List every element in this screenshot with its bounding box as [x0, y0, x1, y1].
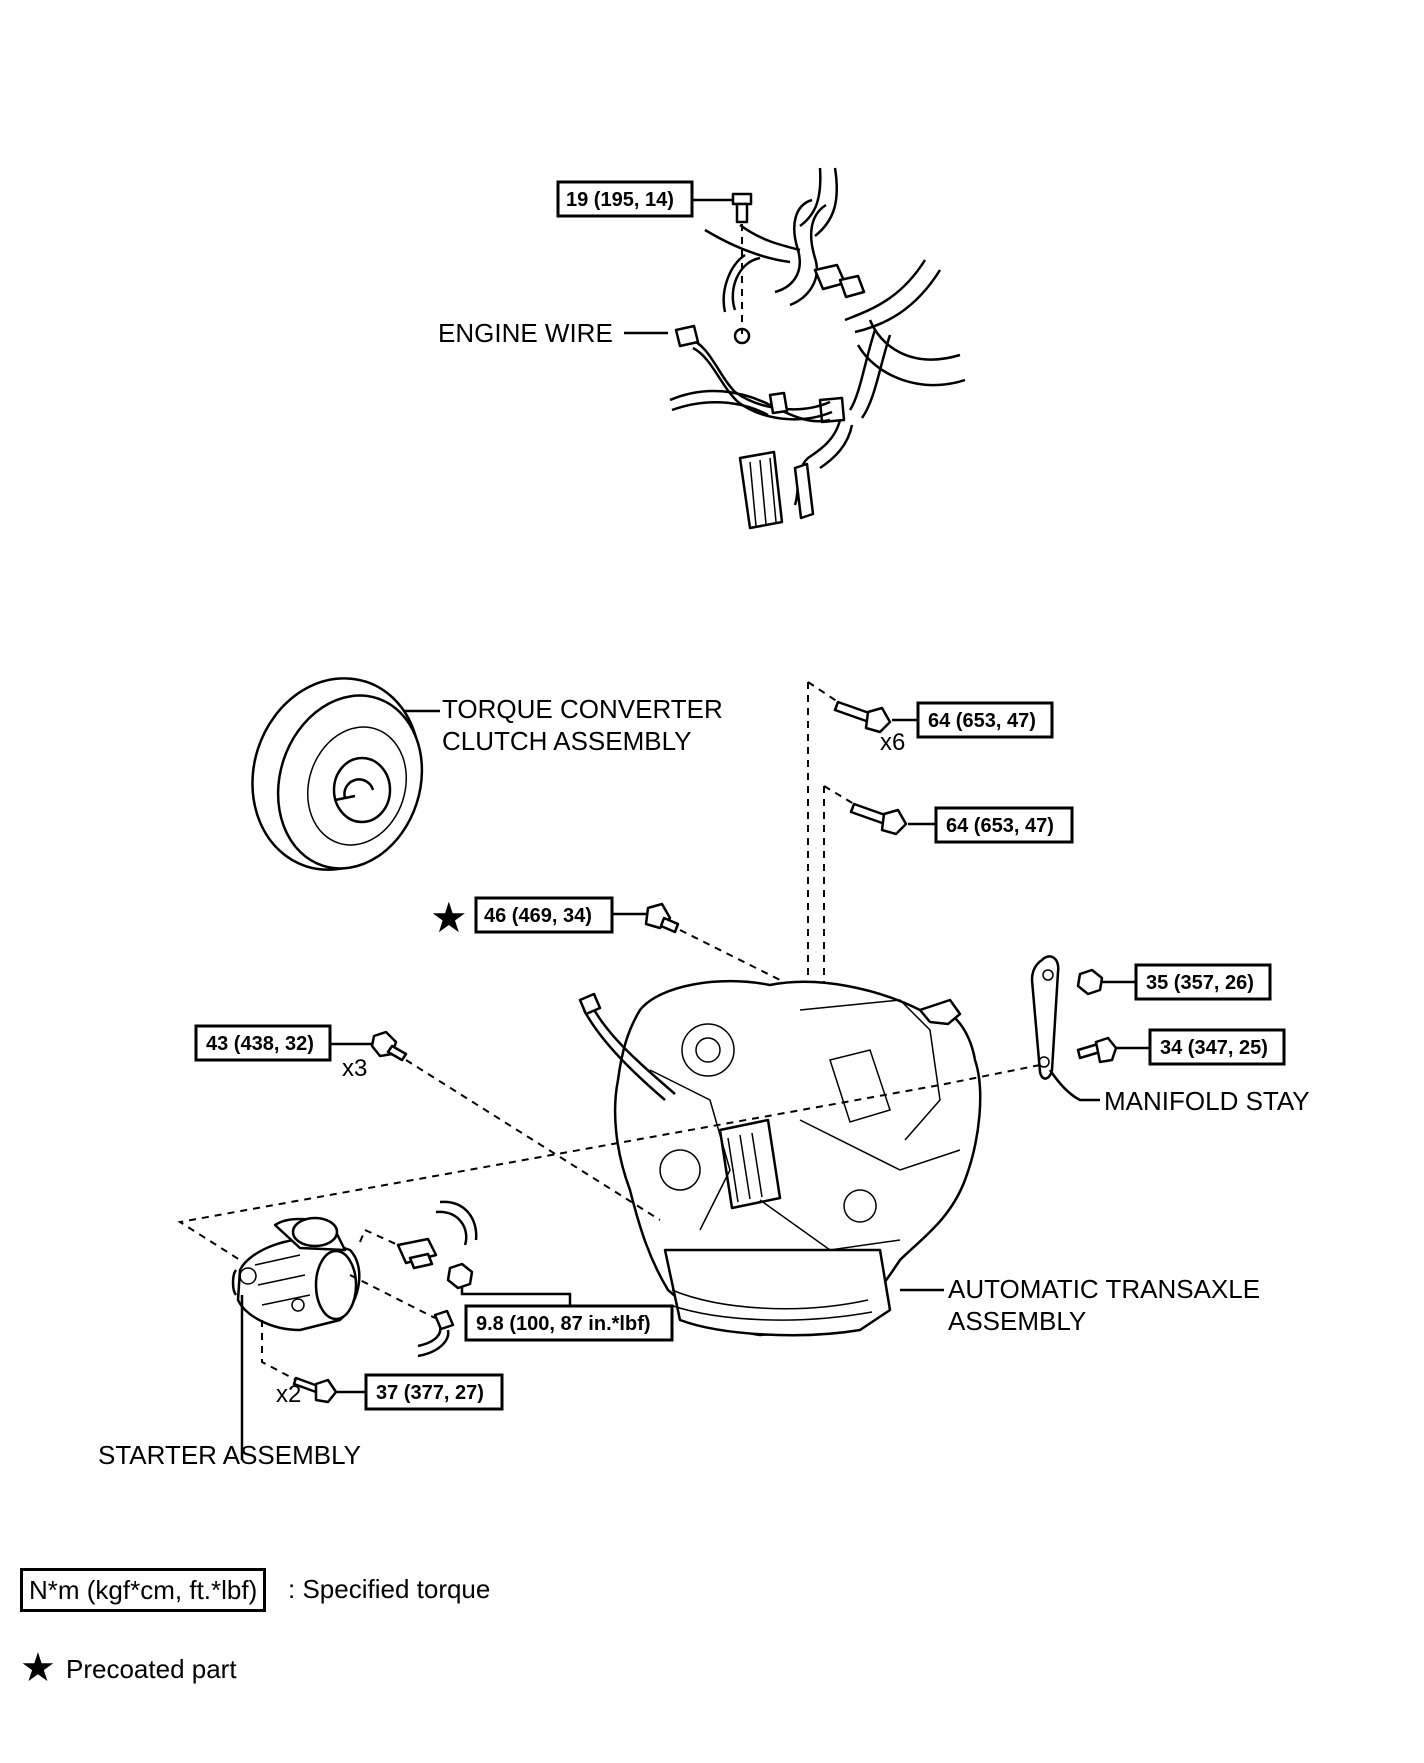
stay-nut-torque: 35 (357, 26)	[1146, 972, 1254, 994]
left-bolts-torque: 43 (438, 32)	[206, 1033, 314, 1055]
manifold-stay-label: MANIFOLD STAY	[1104, 1086, 1310, 1116]
upper-bolts-torque: 64 (653, 47)	[928, 710, 1036, 732]
stay-nut-torque-box	[1134, 963, 1272, 1001]
stay-bolt-torque-box	[1148, 1028, 1286, 1066]
precoated-bolt	[644, 902, 680, 934]
transaxle-drawing	[578, 979, 982, 1337]
legend-torque-box: N*m (kgf*cm, ft.*lbf)	[20, 1568, 267, 1612]
upper-bolt-x6	[833, 700, 892, 734]
stay-bolt	[1076, 1036, 1118, 1064]
starter-nut-torque-box	[464, 1304, 674, 1342]
torque-converter-label-1: TORQUE CONVERTER	[442, 694, 723, 724]
stay-nut	[1076, 968, 1104, 996]
upper-bolt-single-torque: 64 (653, 47)	[946, 815, 1054, 837]
upper-bolts-torque-box	[916, 701, 1054, 739]
upper-bolts-qty: x6	[880, 729, 905, 756]
starter-label: STARTER ASSEMBLY	[98, 1440, 361, 1470]
transaxle-label-2: ASSEMBLY	[948, 1306, 1086, 1336]
engine-wire-harness	[669, 167, 966, 530]
left-bolts-qty: x3	[342, 1055, 367, 1082]
legend-star-icon: ★	[20, 1645, 56, 1691]
precoated-bolt-torque-box	[474, 896, 614, 934]
precoated-bolt-torque: 46 (469, 34)	[484, 905, 592, 927]
starter-bolt	[292, 1376, 338, 1404]
engine-wire-bolt-torque: 19 (195, 14)	[566, 189, 674, 211]
starter-bolts-torque: 37 (377, 27)	[376, 1382, 484, 1404]
engine-wire-label: ENGINE WIRE	[438, 318, 613, 348]
upper-bolt-single	[849, 802, 908, 836]
starter-nut-torque: 9.8 (100, 87 in.*lbf)	[476, 1313, 651, 1335]
legend-torque-text: : Specified torque	[288, 1574, 491, 1604]
manifold-stay-drawing	[1030, 955, 1060, 1080]
torque-converter-label-2: CLUTCH ASSEMBLY	[442, 726, 691, 756]
torque-converter-drawing	[251, 677, 424, 871]
legend-star-text: Precoated part	[66, 1654, 237, 1684]
starter-bolts-qty: x2	[276, 1381, 301, 1408]
starter-drawing	[231, 1216, 361, 1332]
starter-nut	[446, 1262, 474, 1290]
engine-wire-bolt-torque-box	[556, 180, 694, 218]
stay-bolt-torque: 34 (347, 25)	[1160, 1037, 1268, 1059]
starter-wire	[396, 1200, 478, 1358]
starter-bolts-torque-box	[364, 1373, 504, 1411]
left-bolt	[370, 1030, 408, 1062]
precoated-star: ★	[430, 893, 468, 942]
upper-bolt-single-torque-box	[934, 806, 1074, 844]
transaxle-label-1: AUTOMATIC TRANSAXLE	[948, 1274, 1260, 1304]
